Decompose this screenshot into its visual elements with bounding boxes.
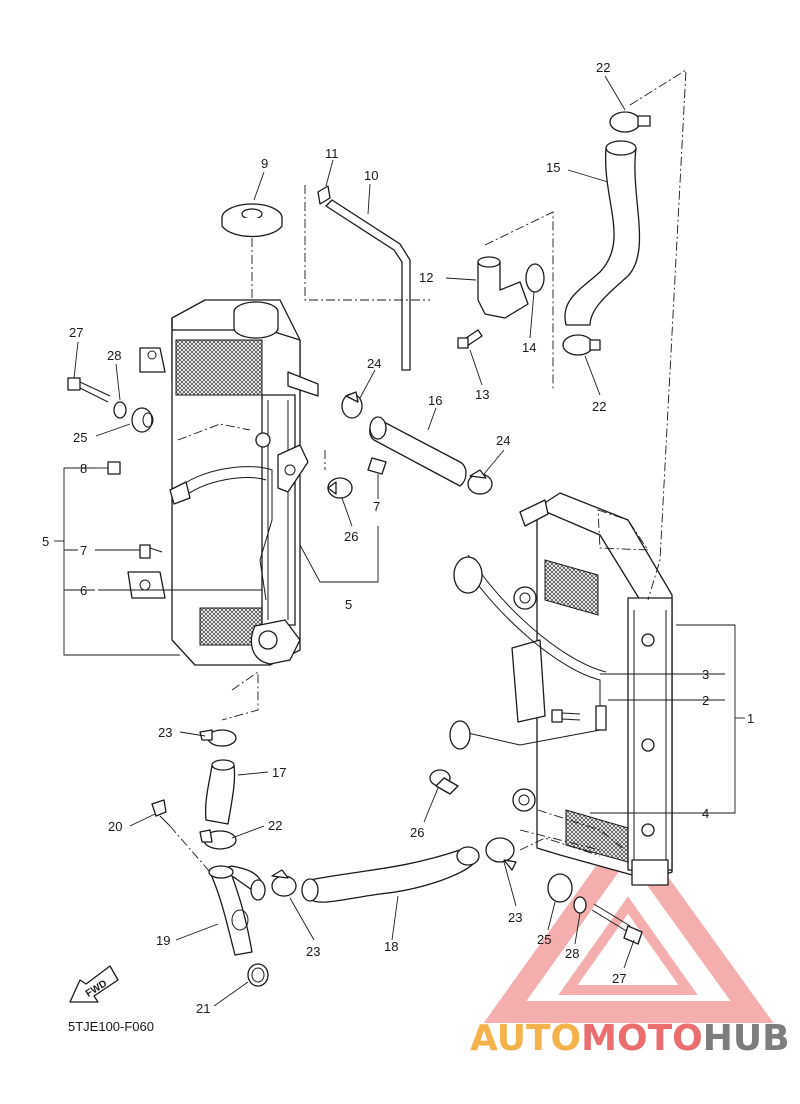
callout-23-mid: 23	[306, 944, 320, 959]
callout-25-right: 25	[537, 932, 551, 947]
lower-hose-17	[204, 759, 236, 825]
callout-28-left: 28	[107, 348, 121, 363]
callout-4: 4	[702, 806, 709, 821]
bolt-7-right	[367, 457, 387, 475]
callout-23-upper: 23	[158, 725, 172, 740]
callout-21: 21	[196, 1001, 210, 1016]
callout-5-right: 5	[345, 597, 352, 612]
callout-16: 16	[428, 393, 442, 408]
callout-1: 1	[747, 711, 754, 726]
hose-clamp-24b	[467, 469, 493, 495]
callout-20: 20	[108, 819, 122, 834]
callout-9: 9	[261, 156, 268, 171]
o-ring-21	[247, 963, 269, 987]
hose-clamp-23-right	[485, 837, 517, 871]
callout-22-lower: 22	[268, 818, 282, 833]
collar-26-right	[429, 769, 459, 795]
overflow-hose	[317, 185, 411, 371]
grommet-25-right	[547, 873, 573, 903]
upper-radiator-hose	[564, 140, 641, 326]
callout-18: 18	[384, 939, 398, 954]
callout-22-mid: 22	[592, 399, 606, 414]
hose-clamp-23-upper	[199, 729, 237, 747]
callout-11: 11	[325, 146, 339, 161]
callout-27-right: 27	[612, 971, 626, 986]
washer-28-left	[113, 401, 127, 419]
watermark-logo: AUTOMOTOHUB	[470, 1018, 792, 1064]
callout-12: 12	[419, 270, 433, 285]
callout-13: 13	[475, 387, 489, 402]
callout-7-right: 7	[373, 499, 380, 514]
center-hose	[369, 416, 467, 487]
callout-17: 17	[272, 765, 286, 780]
hose-clamp-top	[609, 111, 651, 133]
callout-26-right: 26	[410, 825, 424, 840]
watermark-part-auto: AUTO	[470, 1018, 582, 1059]
nut-8	[107, 461, 121, 475]
callout-22-top: 22	[596, 60, 610, 75]
washer-28-right	[573, 896, 587, 914]
hose-clamp-23-mid	[271, 869, 297, 897]
callout-6: 6	[80, 583, 87, 598]
diagram-code: 5TJE100-F060	[68, 1019, 154, 1034]
grommet-25-left	[131, 407, 154, 433]
collar-26-left	[327, 477, 353, 499]
callout-27-left: 27	[69, 325, 83, 340]
callout-2: 2	[702, 693, 709, 708]
hose-clamp-mid	[562, 334, 601, 356]
callout-10: 10	[364, 168, 378, 183]
callouts: 1 2 3 4 5 5 6 7 7 8 9 10 11 12 13 14 15 …	[42, 60, 754, 1016]
watermark-triangle	[483, 821, 774, 1023]
watermark-part-moto: MOTO	[581, 1018, 703, 1059]
leader-lines	[54, 75, 745, 1007]
hose-clamp-22-lower	[199, 829, 237, 850]
callout-8: 8	[80, 461, 87, 476]
watermark-part-hub: HUB	[702, 1018, 790, 1059]
bolt-20	[151, 799, 171, 827]
pipe-joint	[457, 256, 545, 349]
callout-24-right: 24	[496, 433, 510, 448]
callout-19: 19	[156, 933, 170, 948]
bolt-27-left	[67, 377, 111, 403]
right-radiator	[449, 492, 673, 886]
bolt-7-left	[139, 544, 163, 559]
forward-arrow-icon: FWD	[69, 965, 119, 1003]
callout-25-left: 25	[73, 430, 87, 445]
callout-28-right: 28	[565, 946, 579, 961]
callout-24-left: 24	[367, 356, 381, 371]
callout-15: 15	[546, 160, 560, 175]
bolt-2	[551, 709, 581, 723]
callout-3: 3	[702, 667, 709, 682]
water-pipe-19	[208, 865, 266, 956]
hose-clamp-24a	[341, 391, 363, 419]
lower-hose-18	[301, 846, 480, 903]
callout-7-left: 7	[80, 543, 87, 558]
callout-23-right: 23	[508, 910, 522, 925]
callout-26-left: 26	[344, 529, 358, 544]
callout-5-left: 5	[42, 534, 49, 549]
left-radiator	[127, 299, 319, 666]
callout-14: 14	[522, 340, 536, 355]
bolt-27-right	[591, 903, 643, 945]
radiator-cap	[221, 203, 283, 238]
